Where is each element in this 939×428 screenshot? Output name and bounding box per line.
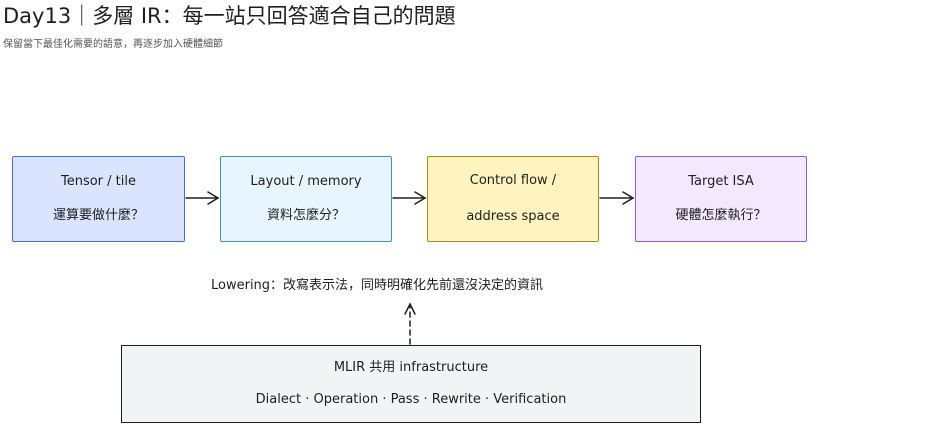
lowering-caption: Lowering：改寫表示法，同時明確化先前還沒決定的資訊 [211,277,543,295]
stage-target-isa: Target ISA 硬體怎麼執行？ [635,156,807,242]
arrow-infra-head [404,302,416,315]
stage-control-flow: Control flow / address space [427,156,599,242]
stage-title: Layout / memory [250,174,362,189]
stage-layout-memory: Layout / memory 資料怎麼分？ [220,156,392,242]
stage-tensor-tile: Tensor / tile 運算要做什麼？ [12,156,185,242]
arrow-2-3-head [414,191,427,205]
stage-question: 運算要做什麼？ [52,208,144,223]
stage-title: Target ISA [688,174,754,189]
page-subtitle: 保留當下最佳化需要的語意，再逐步加入硬體細節 [3,39,223,50]
infra-title: MLIR 共用 infrastructure [333,360,489,375]
lowering-label: Lowering [211,278,271,293]
infra-items: Dialect · Operation · Pass · Rewrite · V… [255,392,567,407]
mlir-infrastructure-box: MLIR 共用 infrastructure Dialect · Operati… [121,345,701,423]
arrow-3-4-head [622,191,635,205]
stage-question: 硬體怎麼執行？ [675,208,767,223]
stage-question: address space [466,209,560,224]
page-title: Day13｜多層 IR：每一站只回答適合自己的問題 [3,4,456,28]
stage-title: Control flow / [469,173,557,188]
stage-title: Tensor / tile [60,174,136,189]
arrow-1-2-head [207,191,220,205]
lowering-text: ：改寫表示法，同時明確化先前還沒決定的資訊 [270,278,544,293]
stage-question: 資料怎麼分？ [266,208,345,223]
